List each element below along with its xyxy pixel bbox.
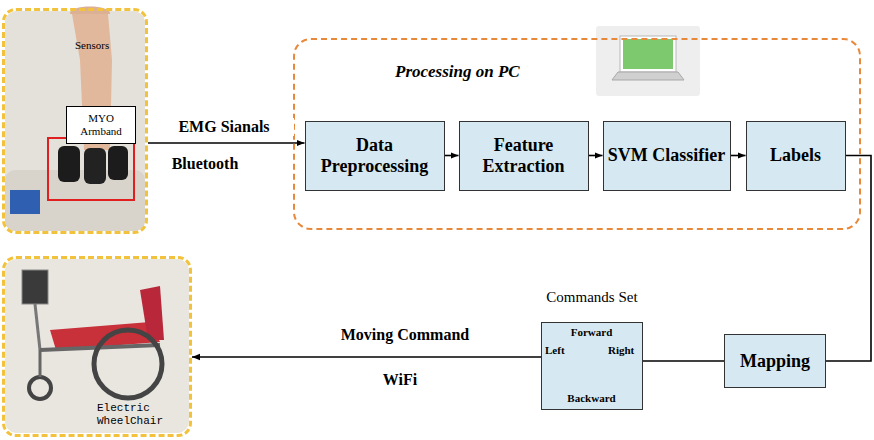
wheelchair-panel: Electric WheelChair xyxy=(2,256,192,437)
command-set-box: Commands SetForwardLeftRightBackward xyxy=(541,322,643,410)
node-label: Commands Set xyxy=(512,289,672,306)
connector xyxy=(643,360,724,362)
node-label: SVM Classifier xyxy=(607,145,727,166)
sensor-photo xyxy=(5,7,145,232)
connector xyxy=(589,155,603,157)
edge-label: Moving Command xyxy=(310,326,500,344)
blue-object xyxy=(10,190,40,214)
wheelchair-photo xyxy=(5,259,189,433)
pc-processing-group: Processing on PC Data Preprocessing Featur… xyxy=(293,38,861,230)
laptop-screen xyxy=(623,39,673,69)
process-box: Mapping xyxy=(724,334,826,388)
connector xyxy=(148,142,305,144)
armband-pod xyxy=(58,146,80,182)
process-box: Labels xyxy=(746,121,846,191)
highlight-rect xyxy=(48,138,134,200)
photo-ground xyxy=(5,11,145,231)
direction-label: Right xyxy=(608,344,640,357)
process-box: Data Preprocessing xyxy=(305,121,445,191)
node-label: Processing on PC xyxy=(395,62,595,82)
connector xyxy=(445,155,459,157)
node-label: Sensors xyxy=(75,39,135,52)
armband-pod xyxy=(108,146,128,180)
node-label: Data Preprocessing xyxy=(309,135,441,176)
control-screen xyxy=(22,270,48,304)
direction-label: Backward xyxy=(542,392,641,405)
armband-label-box: MYO Armband xyxy=(66,106,136,144)
caster xyxy=(29,377,51,399)
node-label: Feature Extraction xyxy=(463,135,585,176)
node-label: Mapping xyxy=(728,351,822,372)
node-label: Labels xyxy=(750,145,842,166)
laptop-icon xyxy=(596,26,700,96)
laptop-base xyxy=(612,72,684,80)
process-box: SVM Classifier xyxy=(603,121,731,191)
process-box: Feature Extraction xyxy=(459,121,589,191)
sensor-panel: SensorsMYO Armband xyxy=(2,8,148,234)
frame xyxy=(35,304,40,350)
photo-ground xyxy=(5,259,189,433)
direction-label: Forward xyxy=(542,326,641,339)
frame xyxy=(39,350,42,377)
node-label: Electric WheelChair xyxy=(97,402,173,427)
connector xyxy=(731,155,746,157)
node-label: MYO Armband xyxy=(71,112,131,137)
armband-pod xyxy=(84,148,106,184)
connector xyxy=(192,356,541,358)
link-label: WiFi xyxy=(370,371,430,389)
wheel xyxy=(94,330,162,398)
icon-ground xyxy=(596,26,700,96)
laptop-lid xyxy=(620,36,676,72)
direction-label: Left xyxy=(545,344,573,357)
edge-label: EMG Sianals xyxy=(154,118,294,136)
link-label: Bluetooth xyxy=(160,155,250,173)
